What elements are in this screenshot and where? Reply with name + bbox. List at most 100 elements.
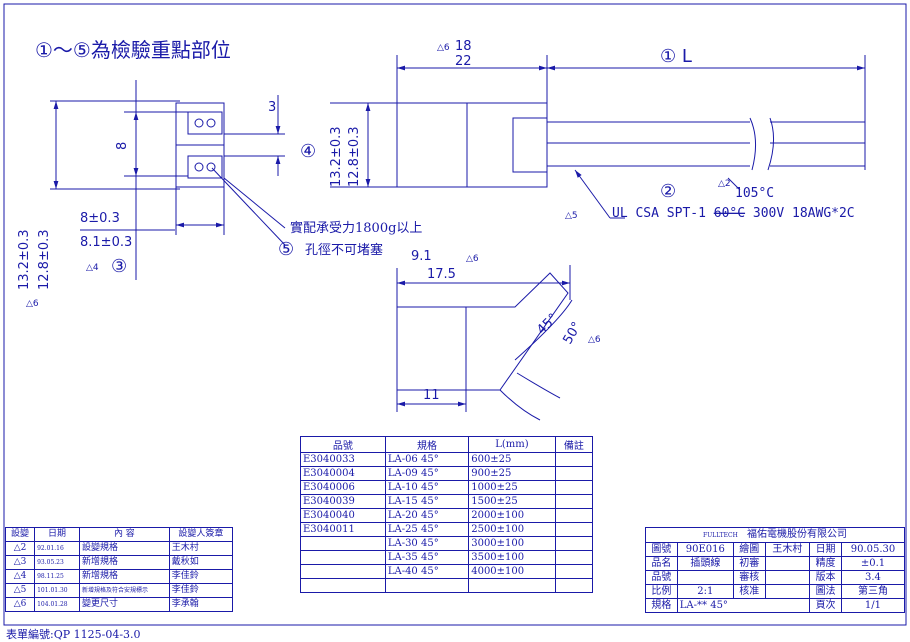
spec-cell-code	[300, 550, 386, 565]
plug-45-view	[396, 265, 573, 421]
spec-header-spec: 規格	[384, 436, 470, 453]
spec-row: LA-30 45°3000±100	[300, 536, 594, 551]
spec-cell-code	[300, 536, 386, 551]
spec-row	[300, 578, 594, 593]
spec-cell-l: 4000±100	[468, 564, 556, 579]
spec-cell-note	[554, 508, 594, 523]
revision-cell-signer: 戴秋如	[168, 555, 234, 570]
dim-cable-length: ① L	[660, 46, 692, 67]
logo: FULLTECH	[702, 532, 738, 539]
spec-cell-spec	[384, 578, 470, 593]
tri-6-angle: △6	[466, 254, 479, 264]
revision-cell-signer: 王木村	[168, 541, 234, 556]
circle-5: ⑤	[278, 239, 294, 260]
spec-table: 品號 規格 L(mm) 備註 △1E3040033LA-06 45°600±25…	[300, 436, 594, 593]
dim-128-left: 12.8±0.3	[37, 229, 52, 290]
revision-triangle-icon: △4	[4, 569, 36, 584]
tri-2-label: △2	[718, 179, 731, 189]
dim-50: 50°	[560, 320, 585, 347]
rev-header-signer: 設變人簽章	[168, 527, 234, 542]
spec-cell-code: E3040004	[300, 466, 386, 481]
revision-cell-content: 變更尺寸	[79, 597, 170, 612]
spec-cell-code	[300, 578, 386, 593]
revision-cell-date: 98.11.25	[34, 569, 80, 584]
spec-cell-code: E3040040	[300, 508, 386, 523]
revision-cell-signer: 李承翰	[168, 597, 234, 612]
circle-4: ④	[300, 141, 316, 162]
dim-18: 18	[455, 39, 472, 54]
circle-2: ②	[660, 181, 676, 202]
spec-cell-l: 600±25	[468, 452, 556, 467]
spec-cell-l: 900±25	[468, 466, 556, 481]
dim-175: 17.5	[427, 267, 456, 282]
revision-cell-signer: 李佳鈴	[168, 569, 234, 584]
revision-triangle-icon: △5	[4, 583, 36, 598]
force-note: 實配承受力1800g以上	[290, 220, 422, 236]
dim-3: 3	[268, 100, 276, 115]
spec-cell-spec: LA-06 45°	[384, 452, 470, 467]
spec-cell-code: E3040006	[300, 480, 386, 495]
spec-cell-note	[554, 564, 594, 579]
spec-cell-spec: LA-15 45°	[384, 494, 470, 509]
rev-header-content: 內 容	[79, 527, 170, 542]
revision-cell-content: 新增規格	[79, 569, 170, 584]
company-name: 福佑電機股份有限公司	[747, 529, 848, 540]
drawing-frame	[3, 3, 907, 626]
tri-5-label: △5	[565, 211, 578, 221]
circle-3: ③	[111, 256, 127, 277]
spec-cell-l: 1500±25	[468, 494, 556, 509]
spec-cell-spec: LA-25 45°	[384, 522, 470, 537]
dim-91: 9.1	[411, 249, 432, 264]
spec-row: LA-35 45°3500±100	[300, 550, 594, 565]
dim-8-03: 8±0.3	[80, 211, 120, 226]
spec-cell-spec: LA-40 45°	[384, 564, 470, 579]
spec-cell-code	[300, 564, 386, 579]
spec-cell-note	[554, 452, 594, 467]
revision-cell-content: 新增規格	[79, 555, 170, 570]
tri-6-label: △6	[437, 43, 450, 53]
header-note: ①～⑤為檢驗重點部位	[35, 38, 231, 62]
spec-row: LA-40 45°4000±100	[300, 564, 594, 579]
spec-header-note: 備註	[554, 436, 594, 453]
temp-label: 105°C	[735, 186, 774, 201]
spec-cell-l: 2000±100	[468, 508, 556, 523]
revision-cell-date: 92.01.16	[34, 541, 80, 556]
spec-cell-l: 2500±100	[468, 522, 556, 537]
spec-cell-l: 1000±25	[468, 480, 556, 495]
dim-81-03: 8.1±0.3	[80, 235, 132, 250]
spec-row: △1E3040033LA-06 45°600±25	[300, 452, 594, 467]
dim-128-side: 12.8±0.3	[347, 126, 362, 187]
spec-cell-note	[554, 494, 594, 509]
revision-cell-date: 101.01.30	[34, 583, 80, 598]
rev-header-date: 日期	[34, 527, 80, 542]
spec-row: △4E3040039LA-15 45°1500±25	[300, 494, 594, 509]
hole-note: 孔徑不可堵塞	[305, 242, 383, 258]
plug-side-view	[330, 55, 866, 219]
dim-11: 11	[423, 388, 440, 403]
revision-cell-content: 設變規格	[79, 541, 170, 556]
tri-6-50: △6	[588, 335, 601, 345]
form-number: 表單編號:QP 1125-04-3.0	[6, 628, 141, 641]
revision-cell-content: 新增規格及符合安規標示	[79, 583, 170, 598]
spec-cell-note	[554, 536, 594, 551]
spec-cell-code: E3040033	[300, 452, 386, 467]
tri-6-left: △6	[26, 299, 39, 309]
spec-cell-note	[554, 522, 594, 537]
spec-header-code: 品號	[300, 436, 386, 453]
spec-cell-spec: LA-09 45°	[384, 466, 470, 481]
spec-cell-code: E3040039	[300, 494, 386, 509]
title-row-2: 品名插頭線初審精度±0.1	[645, 556, 906, 571]
